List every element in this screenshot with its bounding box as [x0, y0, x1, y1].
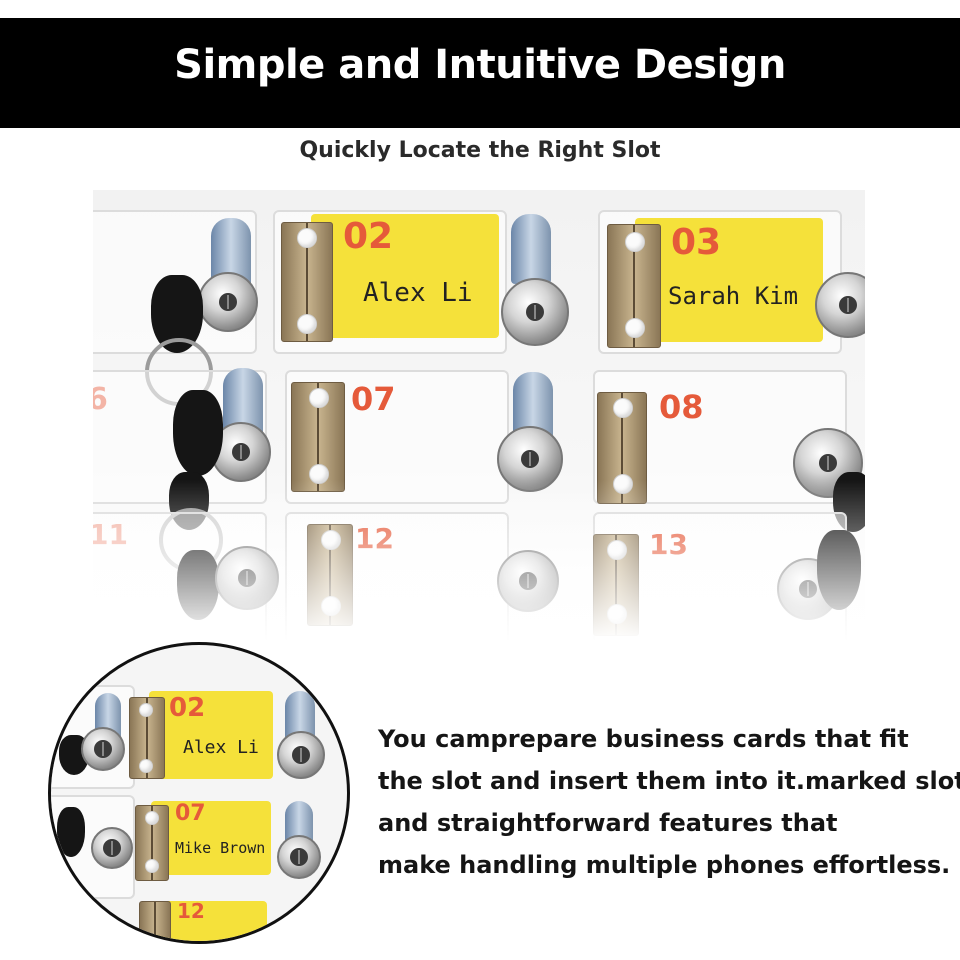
latch	[511, 214, 551, 284]
rivet	[607, 540, 627, 560]
cam-lock	[501, 278, 569, 346]
rivet	[309, 464, 329, 484]
rivet	[145, 859, 159, 873]
rivet	[607, 604, 627, 624]
slot-number: 07	[351, 380, 396, 418]
description-line: the slot and insert them into it.marked …	[378, 767, 960, 795]
slot-number: 02	[343, 216, 394, 257]
rivet	[139, 759, 153, 773]
slot-name: Sarah Kim	[668, 282, 799, 310]
slot-name: Alex Li	[363, 278, 473, 308]
rivet	[297, 228, 317, 248]
description-line: and straightforward features that	[378, 809, 838, 837]
key-icon	[177, 550, 219, 620]
slot-number: 03	[671, 222, 722, 263]
zoom-slot-name: Mike Brown	[175, 839, 266, 857]
slot-number: 12	[355, 522, 394, 555]
rivet	[145, 811, 159, 825]
product-photo: 02 Alex Li 03 Sarah Kim 6 07 08 11 12 13	[93, 190, 865, 650]
rivet	[297, 314, 317, 334]
page-title: Simple and Intuitive Design	[174, 42, 786, 88]
slot-number: 13	[649, 528, 688, 561]
zoom-circle: 02 Alex Li 07 Mike Brown 12	[48, 642, 350, 944]
zoom-slot-number: 12	[177, 899, 205, 923]
zoom-slot-number: 07	[175, 801, 206, 826]
name-card	[635, 218, 823, 342]
description-line: make handling multiple phones effortless…	[378, 851, 951, 879]
cam-lock	[277, 731, 325, 779]
name-card	[155, 901, 267, 941]
key-icon	[57, 807, 85, 857]
rivet	[625, 232, 645, 252]
rivet	[613, 398, 633, 418]
zoom-slot-name: Alex Li	[183, 737, 259, 758]
cam-lock	[277, 835, 321, 879]
rivet	[613, 474, 633, 494]
cam-lock	[91, 827, 133, 869]
slot-number: 08	[659, 388, 704, 426]
hinge	[139, 901, 171, 941]
key-icon	[173, 390, 223, 476]
rivet	[309, 388, 329, 408]
rivet	[321, 530, 341, 550]
cam-lock	[497, 550, 559, 612]
name-card	[311, 214, 499, 338]
cam-lock	[497, 426, 563, 492]
cam-lock	[198, 272, 258, 332]
subtitle: Quickly Locate the Right Slot	[299, 138, 661, 163]
description-line: You camprepare business cards that fit	[378, 725, 909, 753]
rivet	[321, 596, 341, 616]
description: You camprepare business cards that fit t…	[378, 718, 960, 886]
rivet	[625, 318, 645, 338]
header-banner	[0, 18, 960, 128]
cam-lock	[81, 727, 125, 771]
key-icon	[817, 530, 861, 610]
cam-lock	[215, 546, 279, 610]
cam-lock	[815, 272, 865, 338]
name-card	[151, 801, 271, 875]
name-card	[149, 691, 273, 779]
zoom-slot-number: 02	[169, 693, 206, 723]
rivet	[139, 703, 153, 717]
